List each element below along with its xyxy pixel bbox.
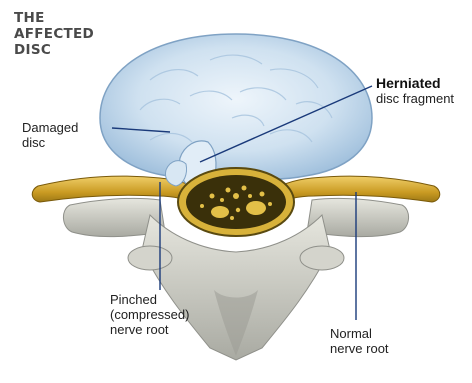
- pinched-line-3: nerve root: [110, 322, 189, 337]
- label-damaged-disc: Damaged disc: [22, 120, 78, 150]
- title-line-1: THE: [14, 10, 94, 26]
- herniated-rest: disc fragment: [376, 91, 454, 106]
- label-herniated: Herniated disc fragment: [376, 76, 454, 106]
- normal-line-2: nerve root: [330, 341, 389, 356]
- title-line-2: AFFECTED: [14, 26, 94, 42]
- herniated-bold: Herniated: [376, 76, 454, 91]
- damaged-disc-line-1: Damaged: [22, 120, 78, 135]
- diagram-title: THE AFFECTED DISC: [14, 10, 94, 58]
- disc-body: [100, 34, 372, 190]
- damaged-disc-line-2: disc: [22, 135, 78, 150]
- pinched-line-2: (compressed): [110, 307, 189, 322]
- spinal-canal: [178, 168, 294, 236]
- normal-line-1: Normal: [330, 326, 389, 341]
- label-pinched: Pinched (compressed) nerve root: [110, 292, 189, 337]
- title-line-3: DISC: [14, 42, 94, 58]
- label-normal: Normal nerve root: [330, 326, 389, 356]
- pinched-line-1: Pinched: [110, 292, 189, 307]
